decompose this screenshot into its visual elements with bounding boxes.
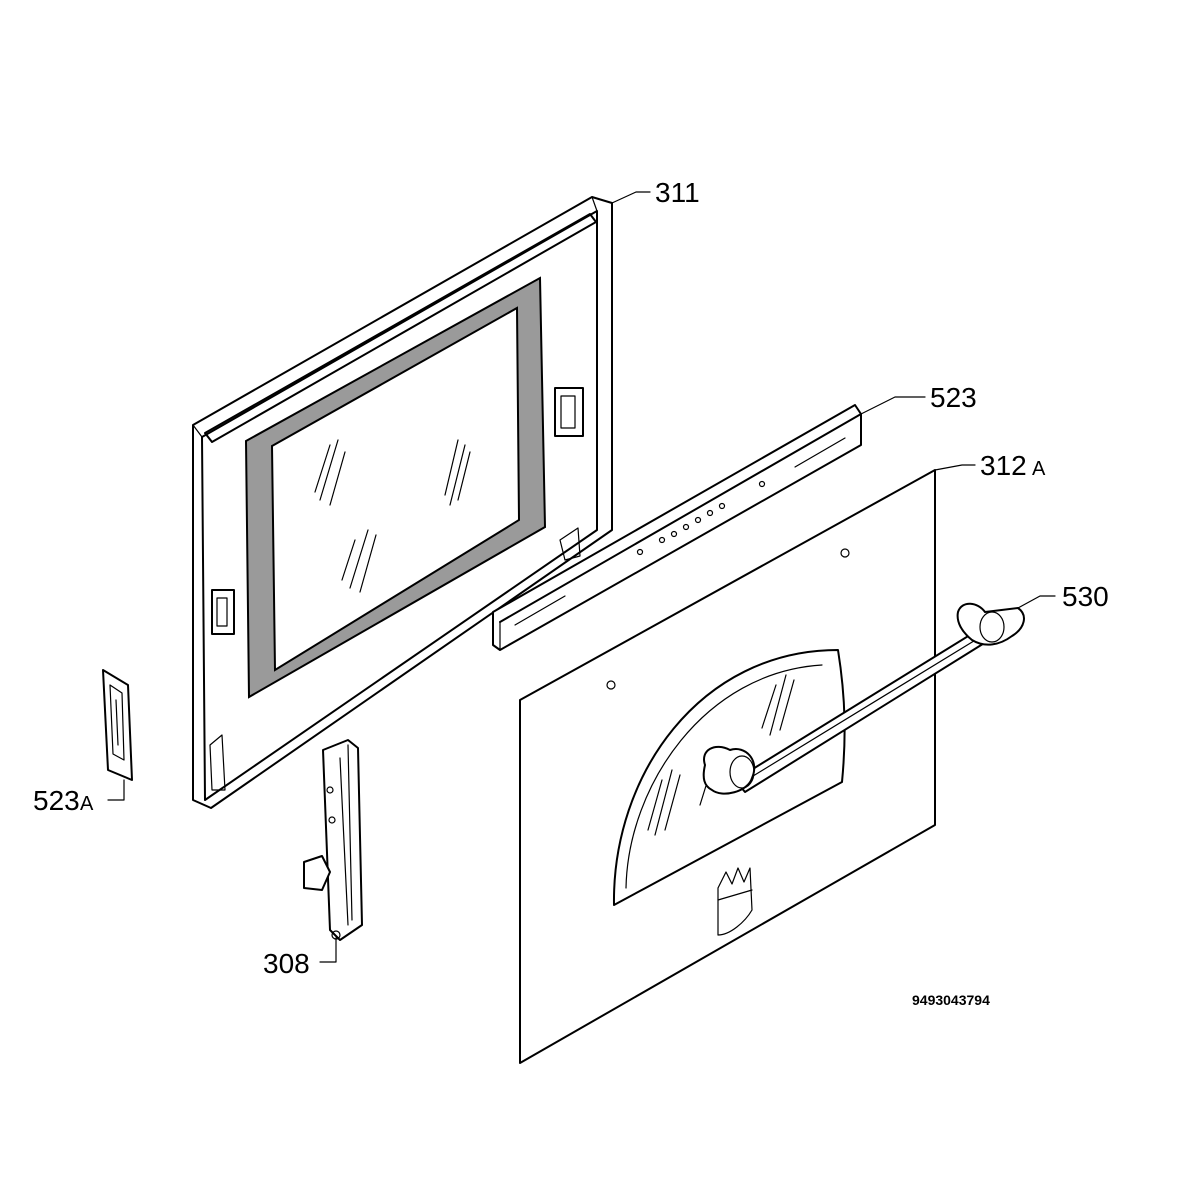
- label-523a-suffix: A: [80, 793, 94, 815]
- drawing-code: 9493043794: [912, 992, 990, 1008]
- label-311: 311: [655, 177, 700, 208]
- inner-door-frame-311: [192, 196, 613, 809]
- side-bracket-523a: [102, 669, 133, 781]
- label-308: 308: [263, 948, 310, 979]
- top-rail-523: [492, 404, 862, 651]
- label-312a: 312: [980, 450, 1027, 481]
- brand-emblem: [717, 867, 753, 936]
- label-312a-suffix: A: [1032, 458, 1046, 480]
- label-523a: 523: [33, 785, 80, 816]
- door-handle-530: [702, 602, 1025, 795]
- label-530: 530: [1062, 581, 1109, 612]
- leader-lines: [107, 191, 1056, 963]
- label-523: 523: [930, 382, 977, 413]
- hinge-308: [303, 739, 363, 941]
- rail-holes: [636, 480, 766, 556]
